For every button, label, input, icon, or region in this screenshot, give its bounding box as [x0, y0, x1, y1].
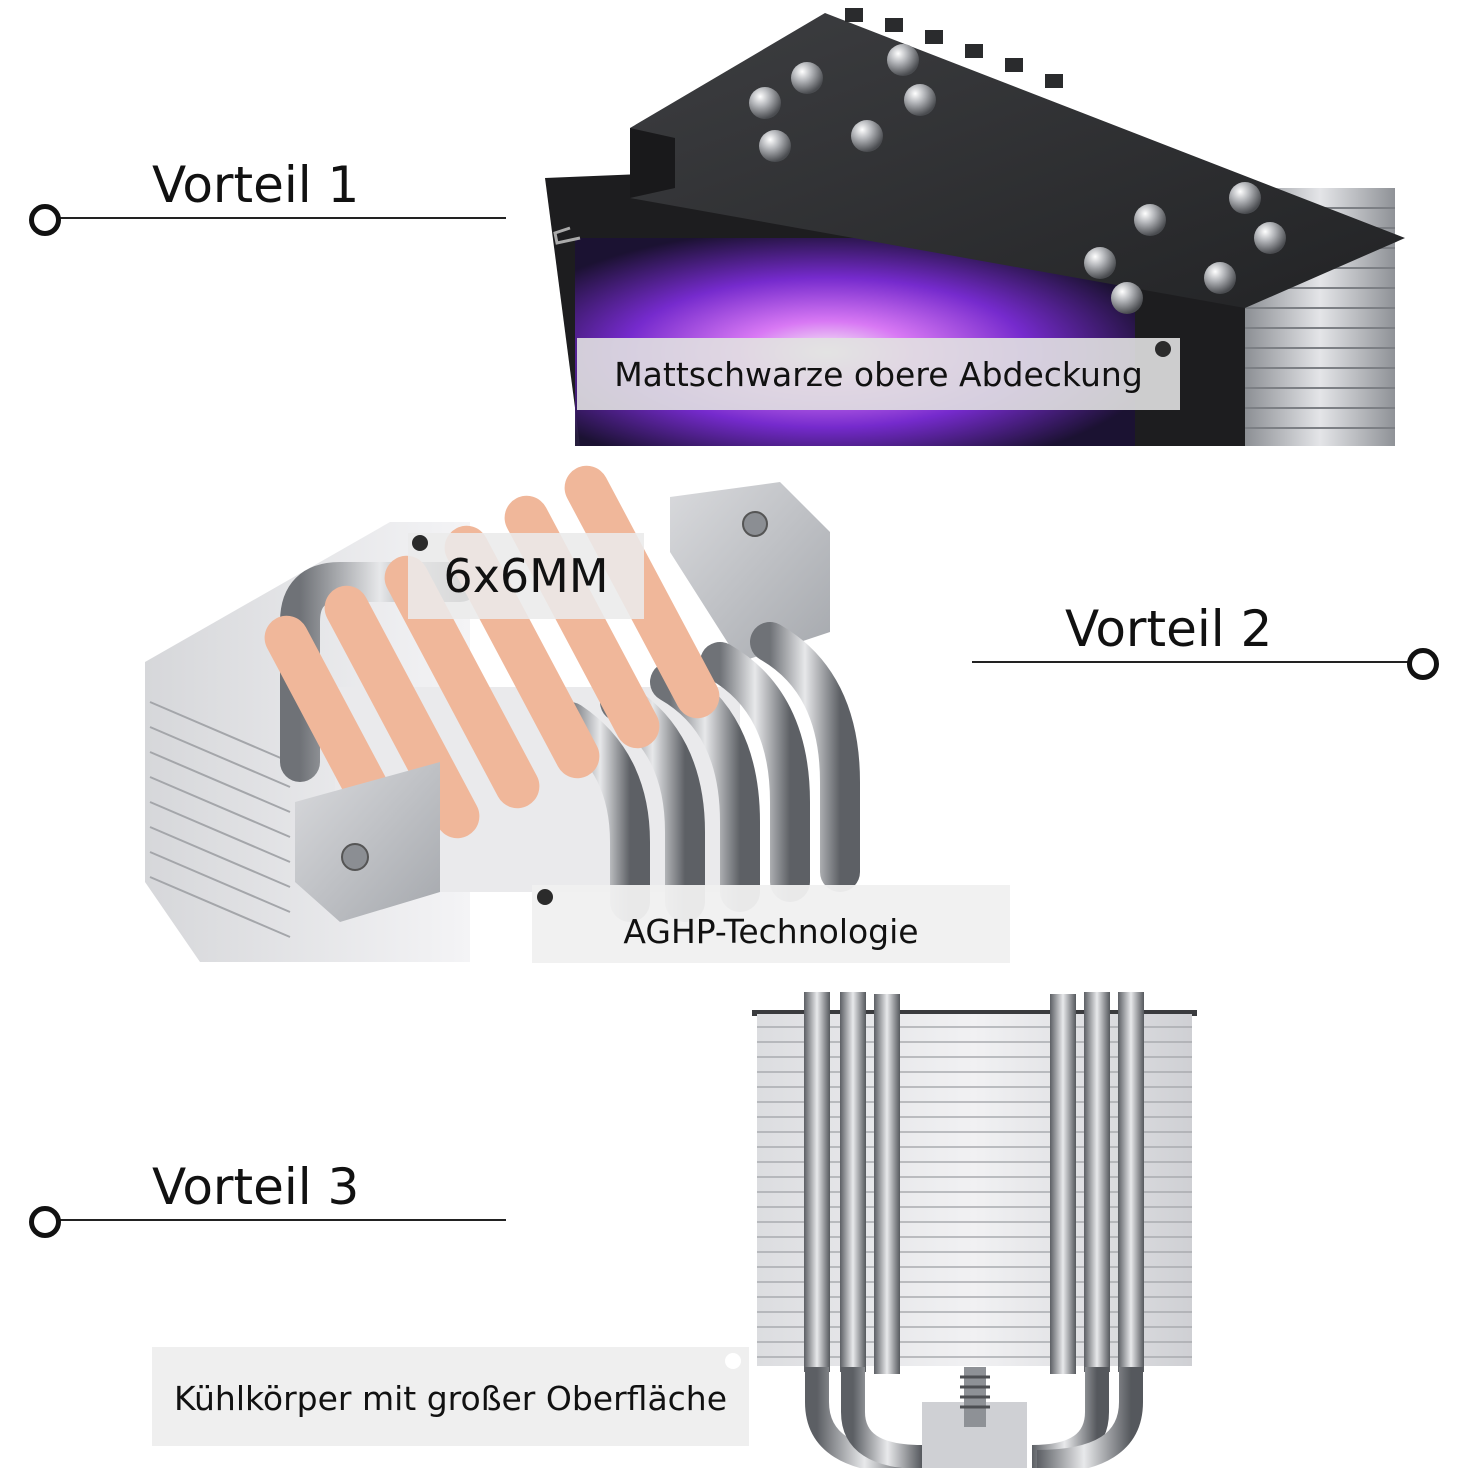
caption-heatsink: Kühlkörper mit großer Oberfläche: [152, 1347, 749, 1446]
vorteil-2-heading: Vorteil 2: [1065, 600, 1273, 658]
vorteil-3-line: [58, 1219, 506, 1221]
ring-marker-icon: [29, 204, 61, 236]
caption-aghp-text: AGHP-Technologie: [623, 911, 919, 951]
badge-pipe-size-text: 6x6MM: [443, 549, 609, 603]
caption-top-cover-text: Mattschwarze obere Abdeckung: [614, 354, 1143, 394]
caption-dot-icon: [1155, 341, 1171, 357]
caption-dot-icon: [725, 1353, 741, 1369]
caption-dot-icon: [537, 889, 553, 905]
ring-marker-icon: [29, 1206, 61, 1238]
caption-top-cover: Mattschwarze obere Abdeckung: [577, 338, 1180, 410]
badge-pipe-size: 6x6MM: [408, 533, 644, 619]
caption-aghp: AGHP-Technologie: [532, 885, 1010, 963]
vorteil-2-line: [972, 661, 1414, 663]
product-image-heatpipes: [140, 462, 880, 964]
vorteil-1-heading: Vorteil 1: [152, 156, 360, 214]
caption-heatsink-text: Kühlkörper mit großer Oberfläche: [174, 1379, 728, 1418]
ring-marker-icon: [1407, 648, 1439, 680]
caption-dot-icon: [412, 535, 428, 551]
vorteil-1-line: [58, 217, 506, 219]
product-image-heatsink: [752, 982, 1197, 1468]
vorteil-3-heading: Vorteil 3: [152, 1158, 360, 1216]
